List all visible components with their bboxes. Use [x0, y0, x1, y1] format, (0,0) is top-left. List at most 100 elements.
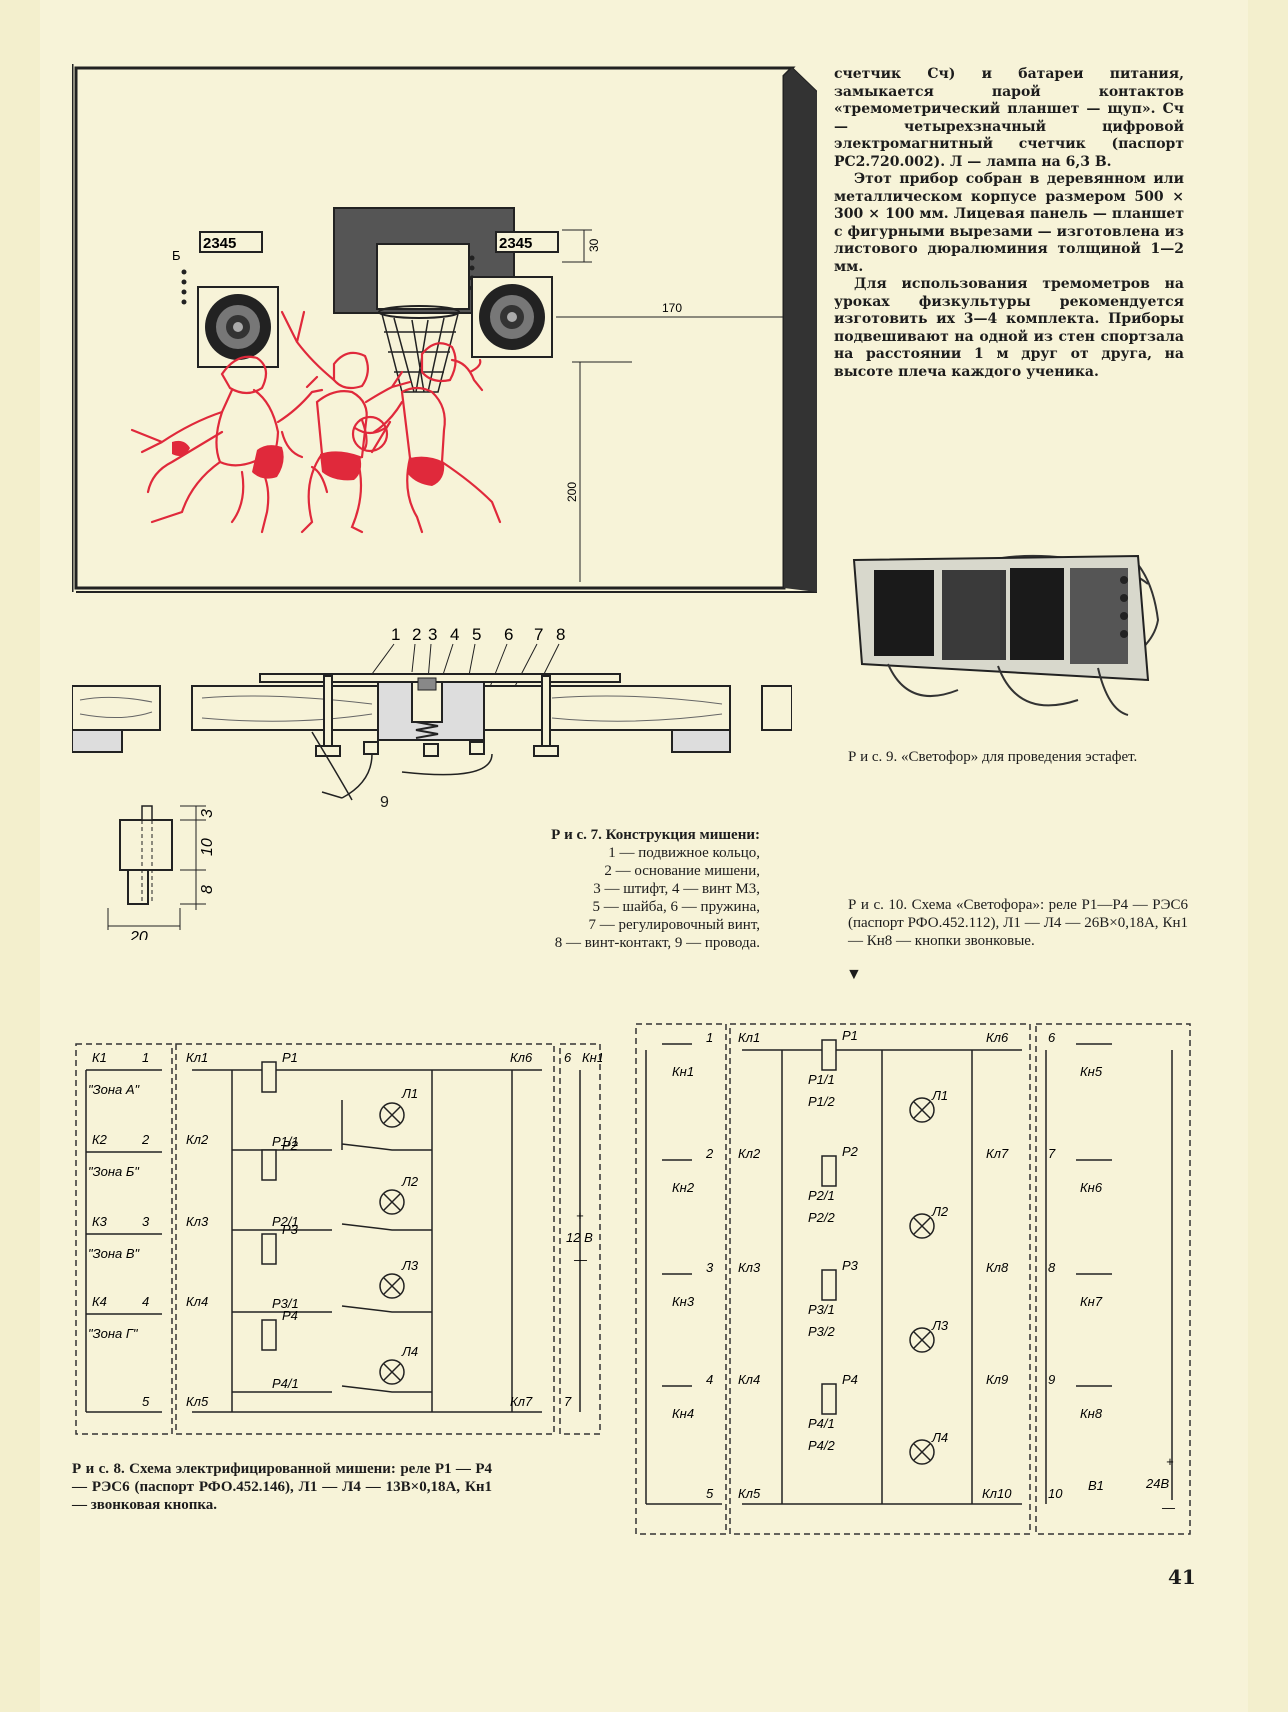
fig10-contact-a-4: Р4/1	[808, 1416, 835, 1431]
fig8-switch-2: К2	[92, 1132, 108, 1147]
fig7-legend-1: 1 — подвижное кольцо,	[608, 845, 760, 861]
fig7-num-3: 3	[428, 625, 437, 644]
fig10-switch: В1	[1088, 1478, 1104, 1493]
fig8-relay-4: Р4	[282, 1308, 298, 1323]
fig10-kl-4: Кл4	[738, 1372, 760, 1387]
fig8-in-3: 3	[142, 1214, 150, 1229]
fig8-kl-5: Кл5	[186, 1394, 209, 1409]
fig10-kl-10: Кл10	[982, 1486, 1012, 1501]
fig8-zone-4: "Зона Г"	[88, 1326, 139, 1341]
fig10-in-2: 2	[705, 1146, 714, 1161]
fig10-schematic: Кн1 Кн2 Кн3 Кн4 1 2 3 4 5 Кл1 Кл2 Кл3 Кл…	[635, 1023, 1191, 1535]
fig10-out-6: 6	[1048, 1030, 1056, 1045]
fig10-kl-1: Кл1	[738, 1030, 760, 1045]
dim-30: 30	[587, 238, 601, 252]
dim-3: 3	[199, 809, 216, 818]
fig8-out-6: 6	[564, 1050, 572, 1065]
paragraph-1: счетчик Сч) и батареи питания, замыкаетс…	[834, 66, 1184, 170]
fig7-caption: Р и с. 7. Конструкция мишени: 1 — подвиж…	[470, 826, 760, 952]
fig8-out-7: 7	[564, 1394, 572, 1409]
fig10-in-3: 3	[706, 1260, 714, 1275]
fig10-contact-a-2: Р2/1	[808, 1188, 835, 1203]
fig10-plus: +	[1166, 1454, 1174, 1469]
dim-170: 170	[662, 301, 682, 315]
fig8-kl-4: Кл4	[186, 1294, 208, 1309]
players-illustration	[130, 310, 502, 534]
fig9-caption: Р и с. 9. «Светофор» для проведения эста…	[848, 749, 1138, 765]
fig6-wall-drawing: 2345 Б 2345 30 170 200	[72, 64, 817, 593]
fig8-button: Кн1	[582, 1050, 602, 1065]
dim-8: 8	[199, 885, 216, 894]
paragraph-2: Этот прибор собран в деревянном или мета…	[834, 171, 1184, 275]
fig10-contact-a-1: Р1/1	[808, 1072, 835, 1087]
fig8-kl-1: Кл1	[186, 1050, 208, 1065]
fig8-switch-1: К1	[92, 1050, 107, 1065]
fig7-legend-2: 2 — основание мишени,	[604, 863, 760, 879]
right-counter-digits: 2345	[499, 235, 532, 252]
fig10-btn-4: Кн4	[672, 1406, 694, 1421]
page-number: 41	[1168, 1565, 1196, 1589]
fig10-out-10: 10	[1048, 1486, 1063, 1501]
fig8-in-5: 5	[142, 1394, 150, 1409]
fig10-out-7: 7	[1048, 1146, 1056, 1161]
fig8-relay-3: Р3	[282, 1222, 299, 1237]
fig8-minus: —	[573, 1252, 588, 1267]
fig10-kl-8: Кл8	[986, 1260, 1009, 1275]
fig10-lamp-3: Л3	[931, 1318, 949, 1333]
fig8-relay-2: Р2	[282, 1138, 299, 1153]
fig8-kl-7: Кл7	[510, 1394, 533, 1409]
fig7-legend-3: 3 — штифт, 4 — винт М3,	[593, 881, 760, 897]
fig8-lamp-2: Л2	[401, 1174, 419, 1189]
fig8-voltage: 12 В	[566, 1230, 593, 1245]
fig8-switch-3: К3	[92, 1214, 108, 1229]
fig10-relay-4: Р4	[842, 1372, 858, 1387]
fig8-lamp-4: Л4	[401, 1344, 418, 1359]
fig8-in-4: 4	[142, 1294, 149, 1309]
fig10-kl-7: Кл7	[986, 1146, 1009, 1161]
fig10-kl-3: Кл3	[738, 1260, 761, 1275]
fig10-kl-2: Кл2	[738, 1146, 761, 1161]
fig10-btn-2: Кн2	[672, 1180, 695, 1195]
fig8-kl-3: Кл3	[186, 1214, 209, 1229]
fig8-contact-1: Р1/1	[272, 1134, 299, 1149]
fig7-num-2: 2	[412, 625, 421, 644]
fig10-relay-2: Р2	[842, 1144, 859, 1159]
dim-20: 20	[129, 929, 148, 940]
fig7-num-6: 6	[504, 625, 513, 644]
fig10-kl-9: Кл9	[986, 1372, 1008, 1387]
fig7-num-5: 5	[472, 625, 481, 644]
fig7-legend-5: 7 — регулировочный винт,	[588, 917, 761, 933]
fig10-voltage: 24В	[1145, 1476, 1169, 1491]
fig8-kl-2: Кл2	[186, 1132, 209, 1147]
fig8-in-1: 1	[142, 1050, 149, 1065]
fig10-contact-b-2: Р2/2	[808, 1210, 836, 1225]
fig8-zone-3: "Зона В"	[88, 1246, 140, 1261]
fig10-btn-5: Кн5	[1080, 1064, 1103, 1079]
fig7-caption-title: Р и с. 7. Конструкция мишени:	[551, 827, 760, 843]
fig10-btn-8: Кн8	[1080, 1406, 1103, 1421]
fig8-zone-1: "Зона А"	[88, 1082, 140, 1097]
fig10-in-4: 4	[706, 1372, 713, 1387]
fig8-relay-rows	[232, 1061, 432, 1393]
fig8-contact-2: Р2/1	[272, 1214, 299, 1229]
fig8-contact-3: Р3/1	[272, 1296, 299, 1311]
fig8-lamp-1: Л1	[401, 1086, 418, 1101]
fig8-plus: +	[576, 1208, 584, 1223]
fig10-lamp-1: Л1	[931, 1088, 948, 1103]
paragraph-3: Для использования тремометров на уроках …	[834, 276, 1184, 380]
fig10-lamp-2: Л2	[931, 1204, 949, 1219]
left-counter	[199, 231, 263, 253]
fig8-zone-2: "Зона Б"	[88, 1164, 140, 1179]
fig8-schematic: К1 К2 К3 К4 "Зона А" "Зона Б" "Зона В" "…	[75, 1043, 602, 1435]
fig10-kl-6: Кл6	[986, 1030, 1009, 1045]
fig10-out-9: 9	[1048, 1372, 1055, 1387]
fig7-legend-4: 5 — шайба, 6 — пружина,	[592, 899, 760, 915]
label-b: Б	[172, 248, 181, 263]
fig10-btn-1: Кн1	[672, 1064, 694, 1079]
fig8-relay-1: Р1	[282, 1050, 298, 1065]
fig7-pin-detail: 3 10 8 20	[107, 805, 216, 940]
fig10-in-1: 1	[706, 1030, 713, 1045]
fig10-btn-3: Кн3	[672, 1294, 695, 1309]
fig7-num-1: 1	[391, 625, 400, 644]
fig10-lamp-4: Л4	[931, 1430, 948, 1445]
